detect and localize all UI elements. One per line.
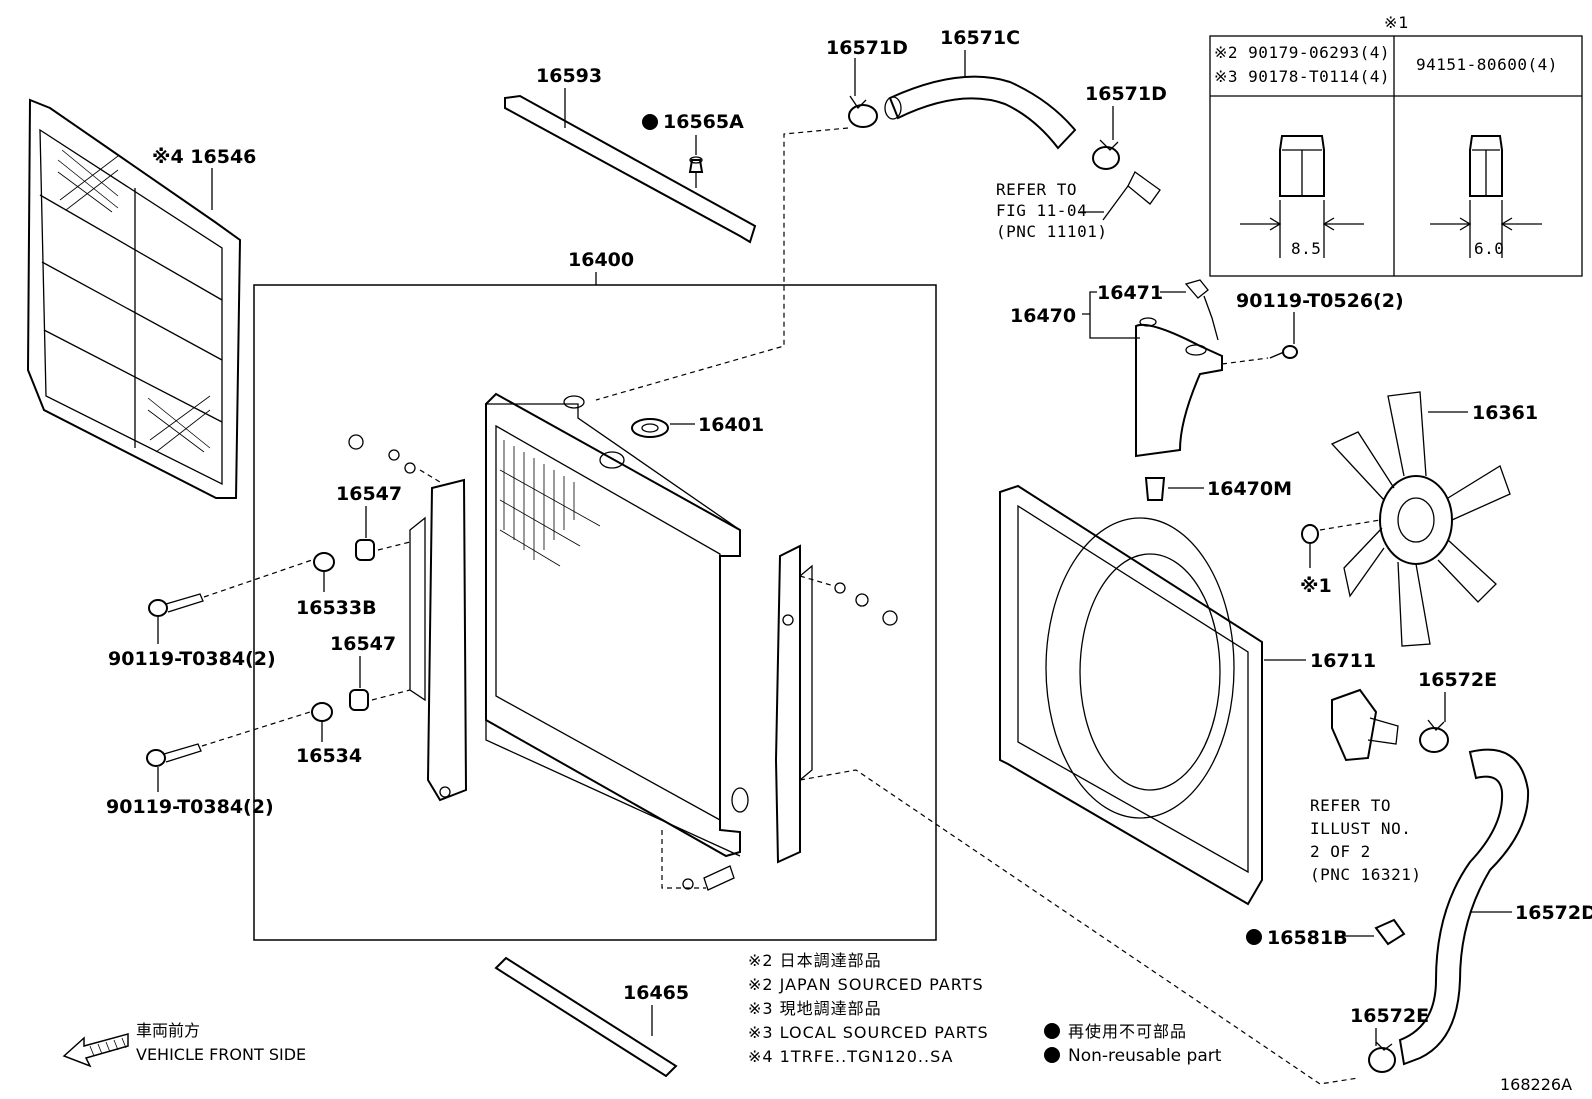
part-16470M-cap[interactable] xyxy=(1144,477,1166,501)
label-16470[interactable]: 16470 xyxy=(1010,305,1076,327)
radiator-assembly-frame xyxy=(253,284,937,941)
grille-hatch-bottom xyxy=(147,395,211,453)
label-16470M[interactable]: 16470M xyxy=(1207,478,1292,500)
part-right-side-support[interactable] xyxy=(774,544,813,864)
part-16533B-bushing[interactable] xyxy=(313,552,335,572)
note-3: ※3 現地調達部品 xyxy=(748,999,882,1018)
note-4: ※3 LOCAL SOURCED PARTS xyxy=(748,1023,989,1042)
part-small-bolts-right[interactable] xyxy=(834,582,898,626)
non-reusable-dot-16581B xyxy=(1246,929,1262,945)
table-left-line2: ※3 90178-T0114(4) xyxy=(1214,67,1390,86)
label-16534[interactable]: 16534 xyxy=(296,745,362,767)
part-16361-fan[interactable] xyxy=(1330,391,1511,647)
part-16581B-clip[interactable] xyxy=(1374,918,1406,946)
legend-dot-jp xyxy=(1044,1023,1060,1039)
refer-fig-line1: REFER TO xyxy=(996,180,1077,199)
part-16534-bushing[interactable] xyxy=(311,702,333,722)
label-16571C[interactable]: 16571C xyxy=(940,27,1020,49)
label-16581B[interactable]: 16581B xyxy=(1267,927,1348,949)
radiator-fin-hatch xyxy=(499,440,601,567)
part-16593-seal[interactable] xyxy=(504,94,757,244)
refer-illust-line2: ILLUST NO. xyxy=(1310,819,1411,838)
refer-illust-line1: REFER TO xyxy=(1310,796,1391,815)
label-90119-a[interactable]: 90119-T0384(2) xyxy=(108,648,276,670)
refer-fig-line3: (PNC 11101) xyxy=(996,222,1107,241)
figure-id: 168226A xyxy=(1500,1075,1572,1094)
note-2: ※2 JAPAN SOURCED PARTS xyxy=(748,975,984,994)
part-16401-radiator-cap[interactable] xyxy=(631,418,669,438)
label-16572E-b[interactable]: 16572E xyxy=(1350,1005,1429,1027)
label-16471[interactable]: 16471 xyxy=(1097,282,1163,304)
refer-illust-line4: (PNC 16321) xyxy=(1310,865,1421,884)
label-16465[interactable]: 16465 xyxy=(623,982,689,1004)
label-90119-b[interactable]: 90119-T0384(2) xyxy=(106,796,274,818)
part-fan-nut[interactable] xyxy=(1301,524,1319,544)
part-16565A-clip[interactable] xyxy=(688,156,704,188)
label-mark1-fan: ※1 xyxy=(1300,575,1332,597)
legend-en: Non-reusable part xyxy=(1068,1046,1222,1066)
table-left-line1: ※2 90179-06293(4) xyxy=(1214,43,1390,62)
table-dim-right: 6.0 xyxy=(1474,239,1504,258)
part-16465-lower-seal[interactable] xyxy=(494,956,678,1078)
label-16401[interactable]: 16401 xyxy=(698,414,764,436)
refer-illust-line3: 2 OF 2 xyxy=(1310,842,1371,861)
table-right: 94151-80600(4) xyxy=(1416,55,1558,74)
part-16471-hose[interactable] xyxy=(1184,279,1219,341)
front-label-en: VEHICLE FRONT SIDE xyxy=(136,1045,306,1064)
label-16400[interactable]: 16400 xyxy=(568,249,634,271)
part-16572D-lower-hose[interactable] xyxy=(1398,748,1530,1066)
part-16571C-upper-hose[interactable] xyxy=(888,75,1077,150)
front-label-jp: 車両前方 xyxy=(136,1021,200,1040)
part-water-inlet[interactable] xyxy=(1331,688,1399,762)
label-16571D-b[interactable]: 16571D xyxy=(1085,83,1167,105)
table-mark: ※1 xyxy=(1384,13,1410,32)
label-16547-a[interactable]: 16547 xyxy=(336,483,402,505)
note-5: ※4 1TRFE..TGN120..SA xyxy=(748,1047,953,1066)
label-16572E-a[interactable]: 16572E xyxy=(1418,669,1497,691)
label-16533B[interactable]: 16533B xyxy=(296,597,377,619)
part-90119-T0384-bolt-a[interactable] xyxy=(148,593,204,617)
part-90119-T0384-bolt-b[interactable] xyxy=(146,743,202,767)
label-16711[interactable]: 16711 xyxy=(1310,650,1376,672)
refer-fig-line2: FIG 11-04 xyxy=(996,201,1087,220)
label-16593[interactable]: 16593 xyxy=(536,65,602,87)
table-dim-left: 8.5 xyxy=(1291,239,1321,258)
label-16571D-a[interactable]: 16571D xyxy=(826,37,908,59)
nut-spec-table: ※1 ※2 90179-06293(4) ※3 90178-T0114(4) 9… xyxy=(1209,13,1583,277)
part-16546-grille[interactable] xyxy=(26,98,242,499)
grille-hatch-top xyxy=(57,149,119,213)
part-radiator-core[interactable] xyxy=(485,392,749,858)
part-16572E-clamp-a[interactable] xyxy=(1419,719,1449,753)
label-16572D[interactable]: 16572D xyxy=(1515,902,1592,924)
label-16565A[interactable]: 16565A xyxy=(663,111,744,133)
part-16711-fan-shroud[interactable] xyxy=(999,484,1263,906)
part-16571D-clamp-a[interactable] xyxy=(848,95,878,128)
part-16547-cushion-b[interactable] xyxy=(349,689,369,711)
part-16571D-clamp-b[interactable] xyxy=(1092,139,1120,170)
vehicle-front-arrow-icon xyxy=(62,1033,129,1068)
legend-jp: 再使用不可部品 xyxy=(1068,1022,1187,1041)
part-16547-cushion-a[interactable] xyxy=(355,539,375,561)
label-16546[interactable]: ※4 16546 xyxy=(152,146,256,168)
label-16547-b[interactable]: 16547 xyxy=(330,633,396,655)
label-16361[interactable]: 16361 xyxy=(1472,402,1538,424)
part-16470-reservoir-tank[interactable] xyxy=(1135,317,1223,458)
part-left-side-support[interactable] xyxy=(409,478,468,802)
part-90119-T0526-bolt[interactable] xyxy=(1269,345,1298,359)
part-small-bolts-upper[interactable] xyxy=(348,434,416,474)
part-16572E-clamp-b[interactable] xyxy=(1368,1041,1396,1073)
non-reusable-dot-16565A xyxy=(642,114,658,130)
note-1: ※2 日本調達部品 xyxy=(748,951,882,970)
part-drain-cock[interactable] xyxy=(682,865,735,891)
legend-dot-en xyxy=(1044,1047,1060,1063)
label-90119-T0526[interactable]: 90119-T0526(2) xyxy=(1236,290,1404,312)
